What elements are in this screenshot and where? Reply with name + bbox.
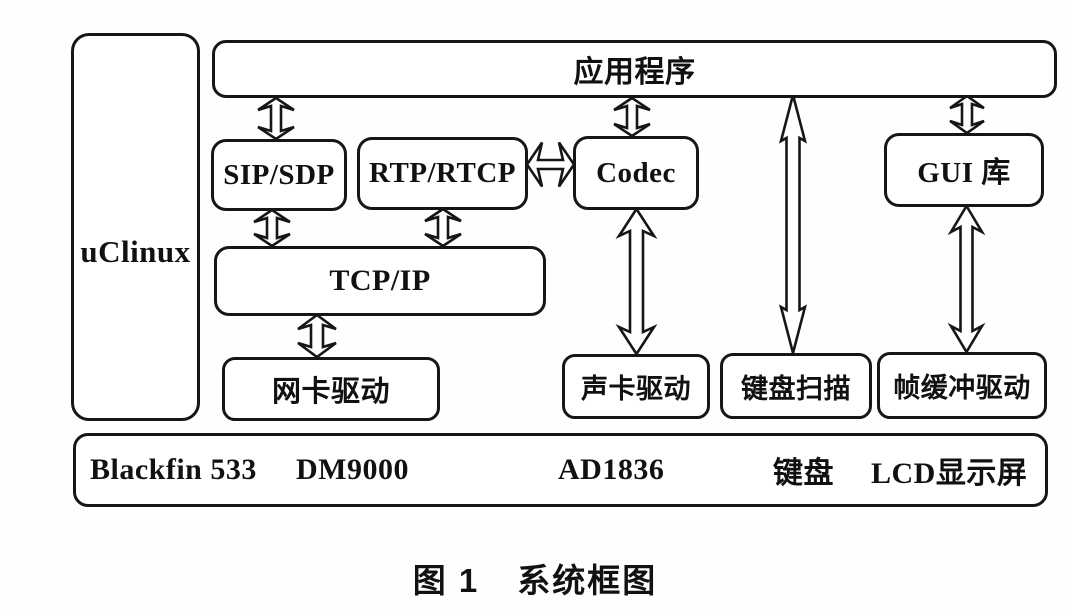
- arrow-gui-lib-framebuffer-driver: [947, 203, 986, 355]
- hardware-audio-label: AD1836: [558, 453, 665, 486]
- block-gui-lib-label: GUI 库: [917, 157, 1011, 189]
- hardware-cpu-label: Blackfin 533: [90, 453, 257, 486]
- arrow-rtprtcp-tcpip: [424, 207, 462, 248]
- block-sip-sdp: SIP/SDP: [211, 139, 347, 211]
- arrow-sipsdp-tcpip: [253, 208, 291, 248]
- arrow-tcpip-nic-driver: [297, 313, 337, 359]
- block-rtp-rtcp-label: RTP/RTCP: [369, 157, 516, 189]
- block-hardware-bar: Blackfin 533 DM9000 AD1836 键盘 LCD显示屏: [73, 433, 1048, 507]
- block-nic-driver: 网卡驱动: [222, 357, 440, 421]
- block-tcp-ip: TCP/IP: [214, 246, 546, 316]
- figure-caption: 图 1 系统框图: [0, 554, 1070, 602]
- block-sound-driver: 声卡驱动: [562, 354, 710, 419]
- block-codec: Codec: [573, 136, 699, 210]
- block-sound-driver-label: 声卡驱动: [581, 374, 691, 404]
- figure-title: 系统框图: [517, 562, 658, 599]
- hardware-keyboard-label: 键盘: [773, 457, 834, 490]
- arrow-application-sipsdp: [257, 96, 295, 141]
- arrow-codec-sound-driver: [615, 206, 658, 357]
- block-uclinux: uClinux: [71, 33, 200, 421]
- arrow-application-codec: [613, 96, 651, 138]
- block-nic-driver-label: 网卡驱动: [271, 376, 390, 408]
- block-framebuffer-driver: 帧缓冲驱动: [877, 352, 1047, 419]
- block-rtp-rtcp: RTP/RTCP: [357, 137, 528, 210]
- block-gui-lib: GUI 库: [884, 133, 1044, 207]
- block-keyboard-scan-label: 键盘扫描: [741, 373, 851, 404]
- arrow-rtprtcp-codec: [525, 141, 576, 188]
- block-codec-label: Codec: [596, 156, 676, 189]
- arrow-application-keyboard-scan: [778, 89, 808, 359]
- block-uclinux-label: uClinux: [80, 234, 191, 269]
- block-keyboard-scan: 键盘扫描: [720, 353, 872, 419]
- block-application-label: 应用程序: [573, 56, 696, 89]
- figure-number: 图 1: [412, 562, 480, 599]
- block-sip-sdp-label: SIP/SDP: [223, 158, 335, 191]
- arrow-application-gui-lib: [949, 94, 985, 135]
- hardware-lcd-label: LCD显示屏: [871, 457, 1028, 490]
- block-framebuffer-driver-label: 帧缓冲驱动: [893, 373, 1031, 403]
- block-tcp-ip-label: TCP/IP: [329, 264, 431, 297]
- block-application: 应用程序: [212, 40, 1057, 98]
- hardware-nic-label: DM9000: [296, 453, 409, 486]
